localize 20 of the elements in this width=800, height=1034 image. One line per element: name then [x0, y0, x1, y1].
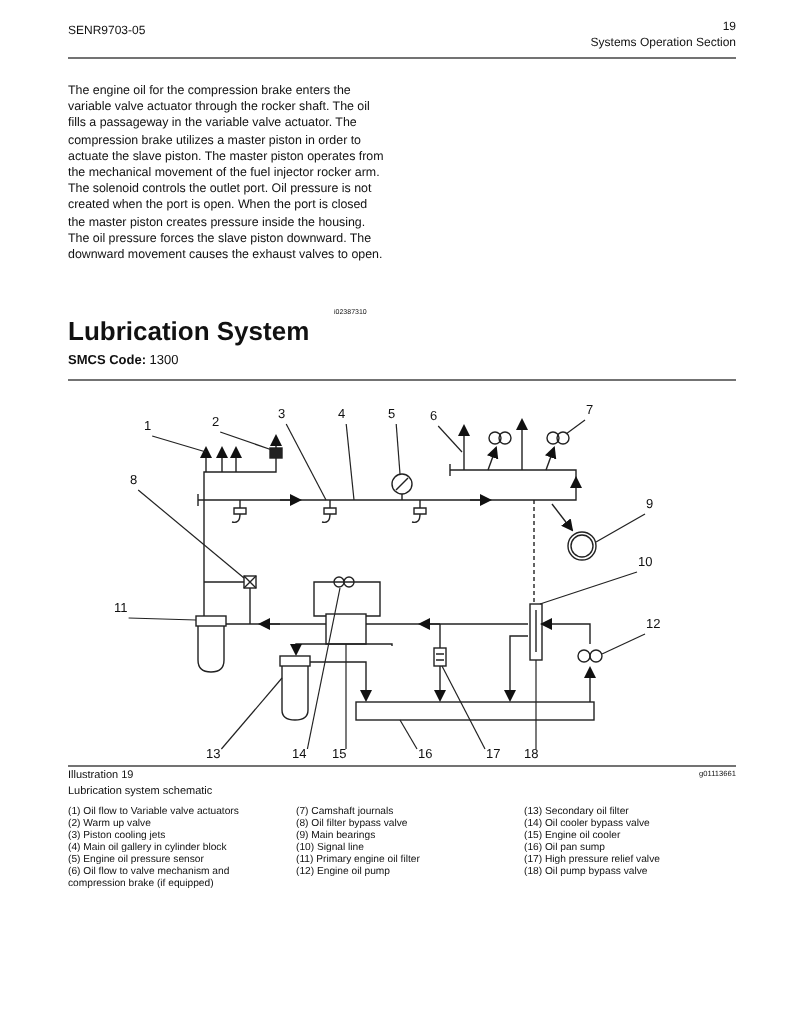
leader-line [399, 719, 418, 750]
section-title: Lubrication System [68, 316, 310, 348]
leader-line [128, 617, 197, 621]
leader-line [601, 633, 646, 655]
leader-line [137, 489, 245, 579]
leader-line [595, 513, 646, 543]
leader-line [219, 431, 273, 451]
leader-line [151, 435, 207, 453]
leader-line [285, 423, 327, 501]
leader-line [535, 659, 537, 750]
leader-line [539, 571, 638, 605]
leader-line [345, 423, 355, 501]
leader-line [306, 587, 341, 750]
leader-line [395, 423, 401, 475]
lubrication-schematic-drawing [195, 418, 603, 721]
leader-line [220, 677, 283, 750]
leader-line [565, 419, 586, 435]
leader-line [441, 665, 486, 750]
leader-line [437, 425, 463, 453]
leader-line [345, 643, 347, 750]
